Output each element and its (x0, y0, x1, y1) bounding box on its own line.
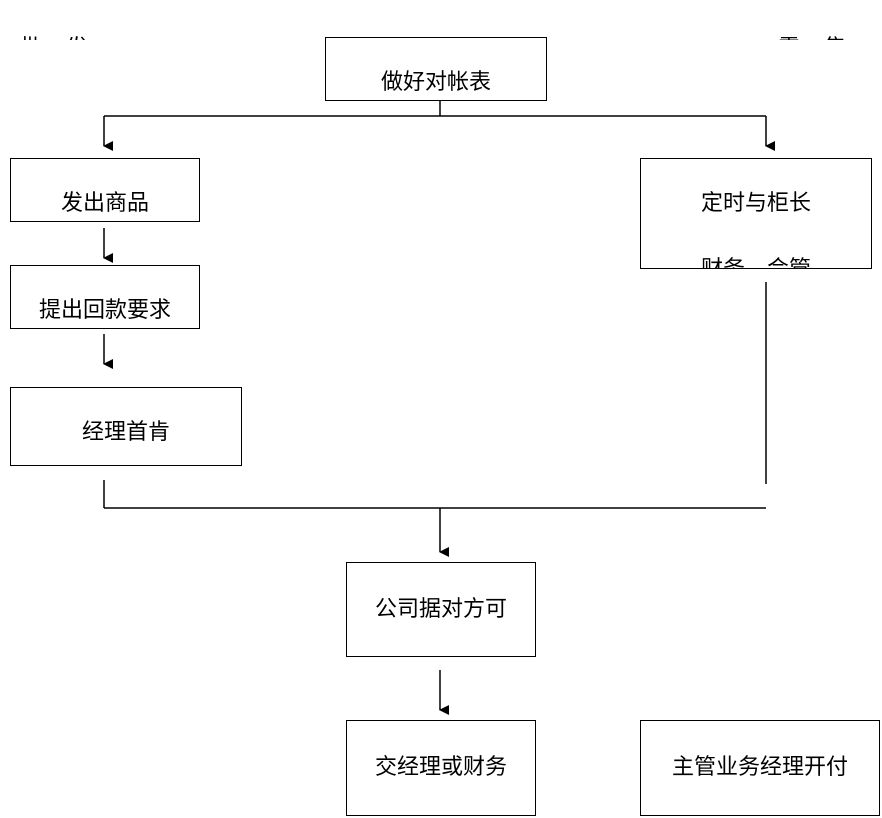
node-prepare-statement: 做好对帐表 (325, 37, 547, 101)
retail-label-text: 零售 (778, 30, 868, 40)
node-submit-finance-label: 交经理或财务 (374, 755, 507, 780)
node-company-reconcile: 公司据对方可 (346, 562, 536, 657)
node-submit-finance: 交经理或财务 (346, 720, 536, 816)
node-ship-goods-label: 发出商品 (60, 191, 149, 216)
node-finance-accounting-label: 财务、会管 (641, 251, 871, 268)
node-scheduled-check: 定时与柜长 财务、会管 (640, 158, 872, 269)
node-prepare-statement-label: 做好对帐表 (380, 70, 491, 95)
node-supervisor-issue: 主管业务经理开付 (640, 720, 880, 816)
retail-label: 零售 (778, 26, 868, 40)
node-request-payment-label: 提出回款要求 (38, 298, 171, 323)
node-scheduled-check-label: 定时与柜长 (700, 191, 811, 216)
node-ship-goods: 发出商品 (10, 158, 200, 222)
wholesale-label: 批发 (20, 26, 110, 40)
node-supervisor-issue-label: 主管业务经理开付 (671, 755, 848, 780)
node-manager-approval-label: 经理首肯 (81, 420, 170, 445)
node-manager-approval: 经理首肯 (10, 387, 242, 466)
node-company-reconcile-label: 公司据对方可 (374, 597, 507, 622)
wholesale-label-text: 批发 (20, 30, 110, 40)
node-request-payment: 提出回款要求 (10, 265, 200, 329)
